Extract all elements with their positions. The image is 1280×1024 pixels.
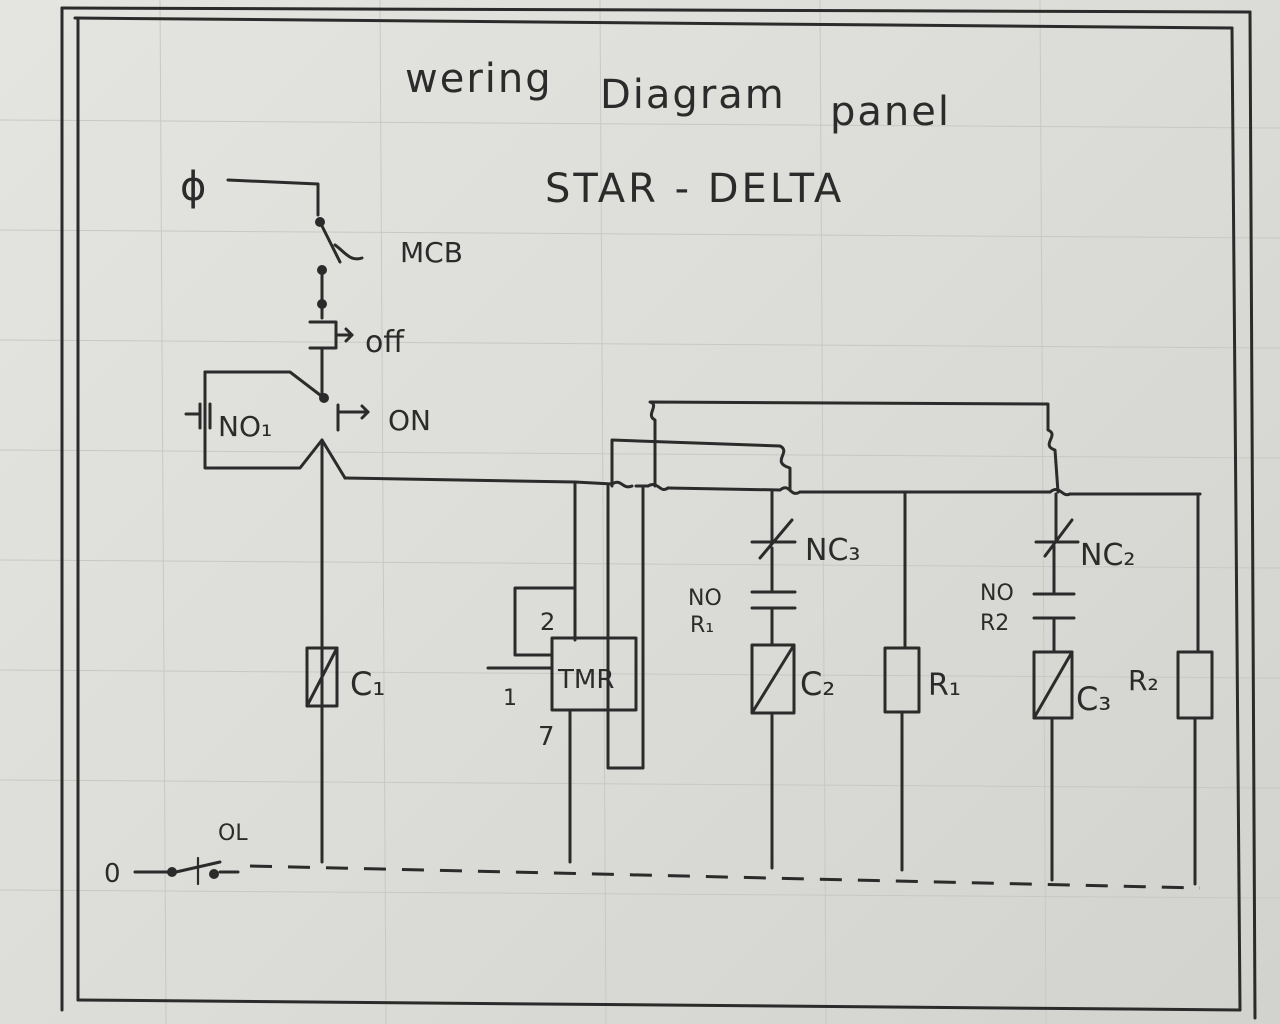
title-word-panel: panel <box>830 89 951 135</box>
mcb-label: MCB <box>400 236 463 269</box>
r2-label: R₂ <box>1128 664 1159 697</box>
c2-branch: NC₃ NO R₁ C₂ <box>688 490 860 870</box>
r2-branch: R₂ <box>1128 492 1214 886</box>
tmr-pin-7: 7 <box>538 722 555 752</box>
tmr-label: TMR <box>557 665 614 695</box>
title-word-diagram: Diagram <box>600 72 786 118</box>
on-label: ON <box>388 404 431 437</box>
timer-module: TMR 2 1 7 <box>486 480 645 864</box>
diagram-subtitle: STAR - DELTA <box>545 166 844 212</box>
c1-label: C₁ <box>350 665 385 703</box>
tmr-pin-1: 1 <box>503 686 517 711</box>
no-r2-label-top: NO <box>980 581 1014 606</box>
page-border <box>60 6 1257 1020</box>
on-pushbutton: ON NO₁ <box>184 363 431 864</box>
off-pushbutton: off <box>308 299 405 367</box>
no-r1-label-bottom: R₁ <box>690 613 714 638</box>
c3-label: C₃ <box>1076 680 1111 718</box>
nc3-label: NC₃ <box>805 533 860 568</box>
nc2-label: NC₂ <box>1080 538 1135 573</box>
diagram-title: wering Diagram panel STAR - DELTA <box>405 56 951 212</box>
r1-branch: R₁ <box>883 490 961 872</box>
c2-label: C₂ <box>800 665 835 703</box>
c3-branch: NC₂ NO R2 C₃ <box>980 492 1135 882</box>
c1-coil: C₁ <box>305 646 385 708</box>
ol-label: OL <box>218 821 248 846</box>
title-word-wering: wering <box>405 56 553 102</box>
phase-mcb-section: ϕ MCB <box>180 164 463 302</box>
tmr-pin-2: 2 <box>540 608 555 636</box>
neutral-label: 0 <box>104 859 121 889</box>
control-bus <box>343 400 1202 497</box>
off-label: off <box>365 325 405 360</box>
r1-label: R₁ <box>928 668 961 703</box>
no-r2-label-bottom: R2 <box>980 611 1009 636</box>
neutral-line: 0 OL <box>104 821 1201 890</box>
phase-symbol: ϕ <box>180 164 206 210</box>
no-r1-label-top: NO <box>688 586 722 611</box>
no1-label: NO₁ <box>218 410 272 443</box>
